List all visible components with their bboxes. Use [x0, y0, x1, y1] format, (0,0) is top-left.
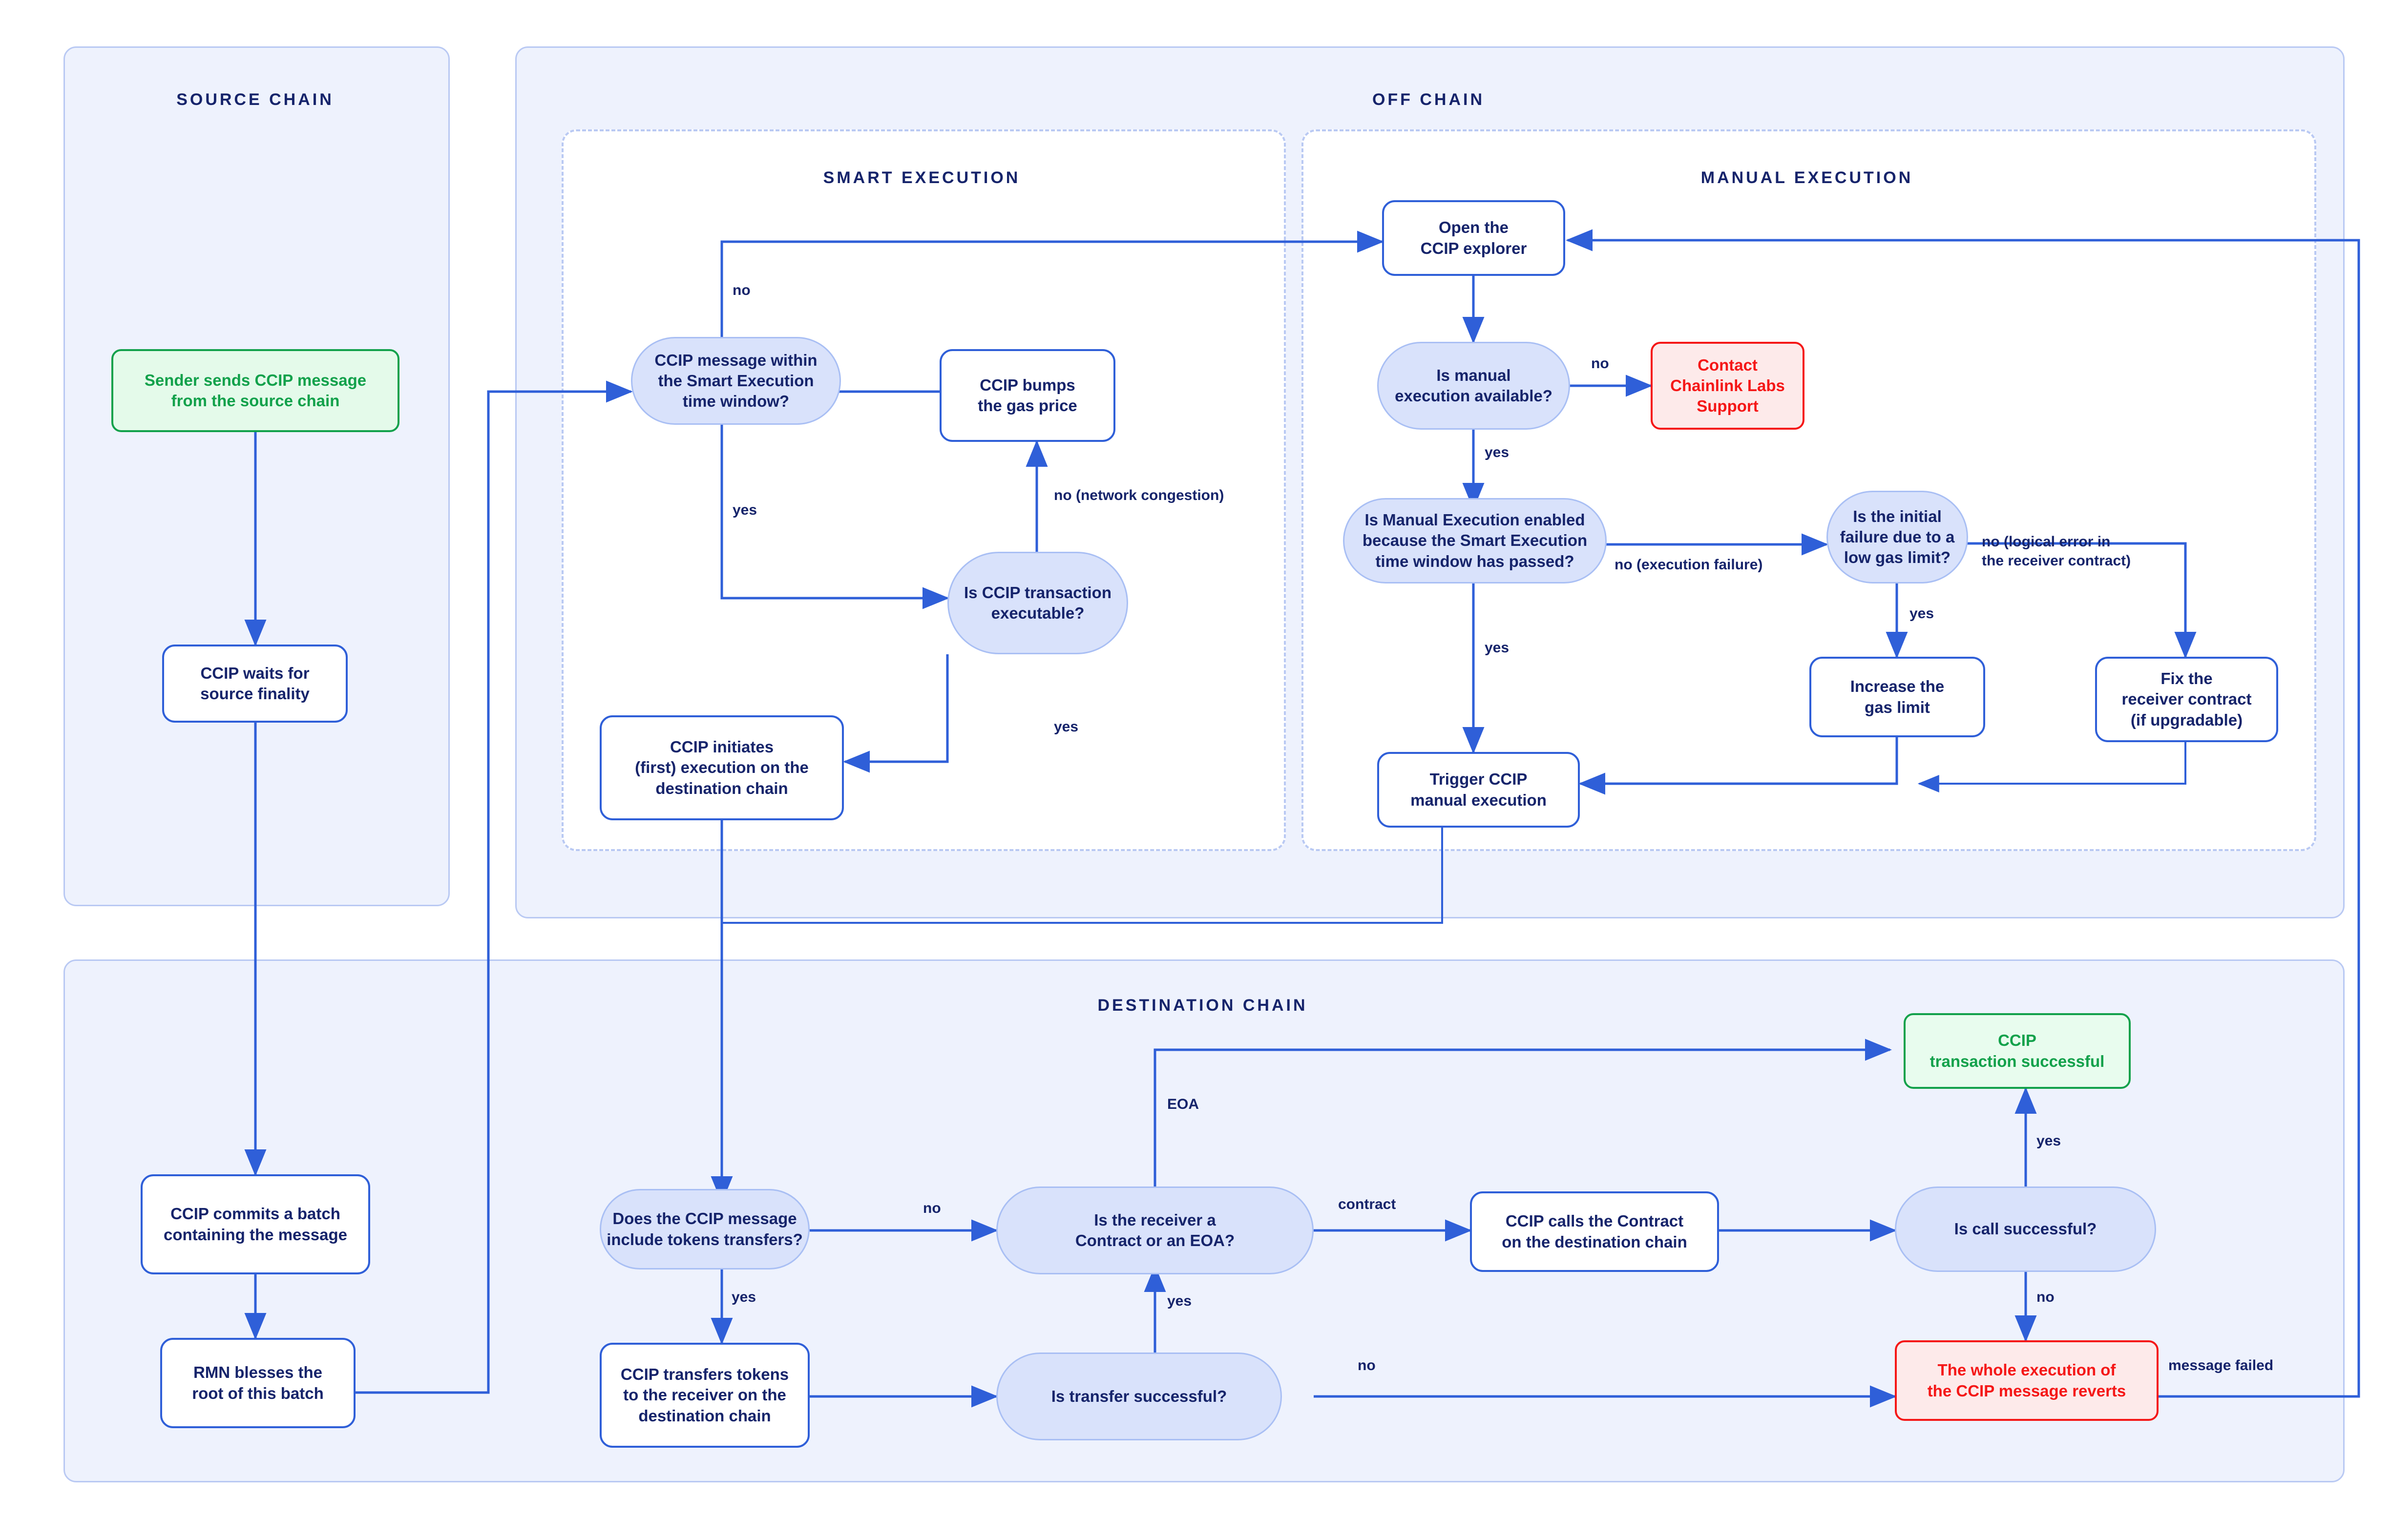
- node-trigger-ccip-manual-execution[interactable]: Trigger CCIP manual execution: [1377, 752, 1580, 828]
- lane-title-manual-execution: MANUAL EXECUTION: [1700, 168, 1913, 187]
- edge-label-no-logical-error: no (logical error in the receiver contra…: [1982, 534, 2131, 569]
- node-ccip-waits-for-source-finality[interactable]: CCIP waits for source finality: [162, 645, 348, 723]
- edge-label-window-no: no: [733, 282, 751, 298]
- node-ccip-initiates-first-execution[interactable]: CCIP initiates (first) execution on the …: [600, 715, 844, 820]
- node-is-transfer-successful[interactable]: Is transfer successful?: [996, 1353, 1282, 1440]
- node-contact-chainlink-labs-support[interactable]: Contact Chainlink Labs Support: [1651, 342, 1804, 430]
- edge-label-transfer-yes: yes: [1167, 1293, 1192, 1309]
- node-ccip-transaction-successful[interactable]: CCIP transaction successful: [1904, 1013, 2131, 1089]
- node-sender-sends-ccip-message[interactable]: Sender sends CCIP message from the sourc…: [111, 349, 399, 432]
- edge-label-manual-enabled-yes: yes: [1485, 640, 1510, 656]
- node-open-the-ccip-explorer[interactable]: Open the CCIP explorer: [1382, 200, 1565, 276]
- lane-title-smart-execution: SMART EXECUTION: [823, 168, 1021, 187]
- node-is-receiver-contract-or-eoa[interactable]: Is the receiver a Contract or an EOA?: [996, 1186, 1314, 1274]
- edge-label-transfer-no: no: [1358, 1357, 1376, 1374]
- edge-initial-failure-no-to-fix-receiver: [1966, 542, 2197, 659]
- lane-title-source-chain: SOURCE CHAIN: [176, 90, 334, 109]
- lane-title-off-chain: OFF CHAIN: [1372, 90, 1485, 109]
- edge-label-receiver-contract: contract: [1338, 1196, 1396, 1212]
- edge-executable-yes-to-initiates: [842, 654, 949, 773]
- edge-fix-receiver-to-trigger: [1917, 742, 2186, 792]
- node-rmn-blesses-root[interactable]: RMN blesses the root of this batch: [160, 1338, 356, 1428]
- node-ccip-bumps-gas-price[interactable]: CCIP bumps the gas price: [940, 349, 1115, 442]
- node-whole-execution-reverts[interactable]: The whole execution of the CCIP message …: [1895, 1340, 2159, 1421]
- edge-label-receiver-eoa: EOA: [1167, 1096, 1199, 1112]
- edge-label-initial-failure-yes: yes: [1909, 605, 1934, 622]
- edge-trigger-down-join: [713, 808, 1443, 1203]
- node-is-call-successful[interactable]: Is call successful?: [1895, 1186, 2156, 1272]
- node-ccip-message-within-time-window[interactable]: CCIP message within the Smart Execution …: [631, 337, 841, 425]
- edge-label-executable-yes: yes: [1054, 719, 1079, 735]
- edge-label-message-failed: message failed: [2168, 1357, 2274, 1374]
- edge-label-call-no: no: [2036, 1289, 2055, 1305]
- edge-label-no-execution-failure: no (execution failure): [1615, 557, 1763, 573]
- node-is-initial-failure-low-gas-limit[interactable]: Is the initial failure due to a low gas …: [1826, 491, 1968, 583]
- lane-title-destination-chain: DESTINATION CHAIN: [1097, 996, 1308, 1015]
- edge-message-failed-to-explorer: [1565, 229, 2360, 1398]
- edge-label-tokens-yes: yes: [732, 1289, 756, 1305]
- edge-label-manual-available-yes: yes: [1485, 444, 1510, 460]
- edge-label-call-yes: yes: [2036, 1133, 2061, 1149]
- edge-window-yes-to-executable: [720, 425, 950, 609]
- edge-label-tokens-no: no: [923, 1200, 941, 1216]
- node-ccip-commits-a-batch[interactable]: CCIP commits a batch containing the mess…: [141, 1174, 370, 1274]
- node-is-manual-execution-enabled[interactable]: Is Manual Execution enabled because the …: [1343, 498, 1607, 583]
- node-ccip-calls-the-contract[interactable]: CCIP calls the Contract on the destinati…: [1470, 1191, 1719, 1272]
- edge-rmn-to-window: [356, 380, 633, 1394]
- edge-window-no-to-explorer: [720, 230, 1384, 359]
- node-does-message-include-tokens[interactable]: Does the CCIP message include tokens tra…: [600, 1189, 810, 1269]
- edge-label-window-yes: yes: [733, 502, 757, 518]
- edge-increase-gas-to-trigger: [1578, 737, 1898, 795]
- edge-label-manual-available-no: no: [1591, 355, 1609, 372]
- node-fix-the-receiver-contract[interactable]: Fix the receiver contract (if upgradable…: [2095, 657, 2278, 742]
- edge-receiver-eoa-to-success: [1154, 1039, 1892, 1195]
- node-is-manual-execution-available[interactable]: Is manual execution available?: [1377, 342, 1570, 430]
- node-increase-the-gas-limit[interactable]: Increase the gas limit: [1809, 657, 1985, 737]
- edge-label-no-network-congestion: no (network congestion): [1054, 487, 1224, 503]
- node-is-ccip-transaction-executable[interactable]: Is CCIP transaction executable?: [947, 552, 1128, 654]
- node-ccip-transfers-tokens[interactable]: CCIP transfers tokens to the receiver on…: [600, 1343, 810, 1448]
